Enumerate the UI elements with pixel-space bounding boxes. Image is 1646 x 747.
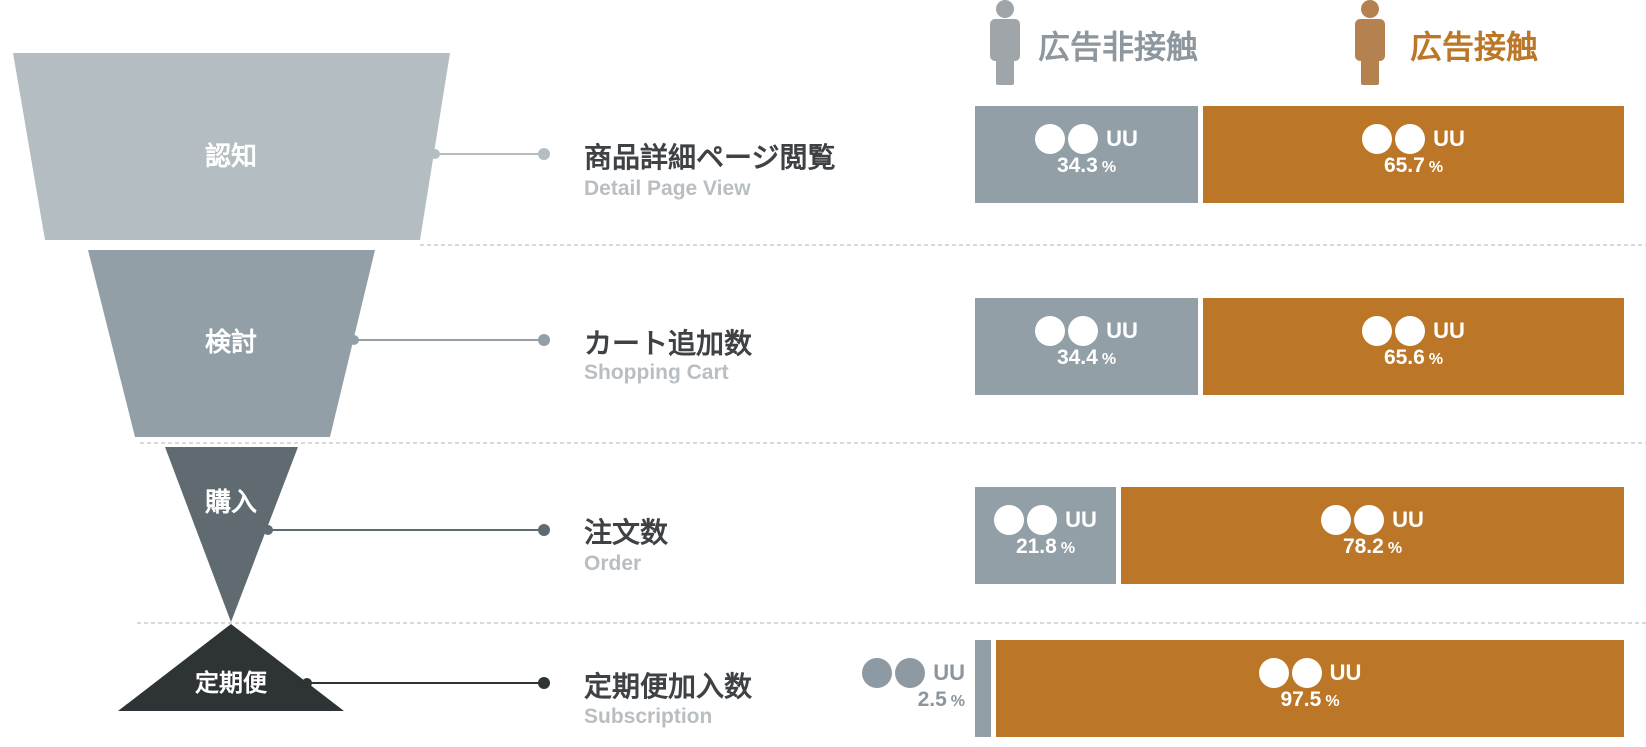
percent-value: 34.3% [1056,154,1117,177]
uu-unit: UU [1329,660,1362,685]
metric-subtitle-shopping-cart: Shopping Cart [584,361,729,384]
funnel-stage-subscription [118,624,344,711]
bar-exposed: UU 65.6% [1203,298,1624,395]
metric-title-order: 注文数 [584,517,669,548]
bar-exposed: UU 97.5% [996,640,1624,737]
bar-exposed: UU 65.7% [1203,106,1624,203]
percent-value: 78.2% [1342,535,1403,558]
bar-non-exposed: UU 34.4% [975,298,1198,395]
uu-unit: UU [1106,318,1138,343]
stage-label-awareness: 認知 [204,141,257,171]
bar-non-exposed [975,640,991,737]
metric-title-shopping-cart: カート追加数 [584,328,753,359]
stage-label-purchase: 購入 [204,487,257,517]
stage-label-subscription: 定期便 [195,670,267,697]
person-icon [990,0,1020,85]
connector-1 [430,148,550,160]
metric-subtitle-subscription: Subscription [584,705,713,728]
funnel-stage-awareness [13,53,450,240]
uu-unit: UU [1392,507,1424,532]
percent-value: 65.7% [1383,154,1444,177]
connector-3 [263,524,550,536]
connector-2 [349,334,550,346]
bar-non-exposed: UU 34.3% [975,106,1198,203]
outside-label-non-exposed: UU 2.5% [850,658,965,712]
uu-unit: UU [1433,126,1465,151]
person-icon [1355,0,1385,85]
connector-4 [302,677,550,689]
funnel-stage-consideration [88,250,375,437]
stage-label-consideration: 検討 [204,327,257,357]
funnel-stage-purchase [165,447,298,622]
percent-value: 21.8% [1015,535,1076,558]
uu-unit: UU [1433,318,1465,343]
metric-title-detail-page-view: 商品詳細ページ閲覧 [584,142,836,173]
percent-value: 34.4% [1056,346,1117,369]
percent-value: 65.6% [1383,346,1444,369]
uu-unit: UU [1106,126,1138,151]
percent-value: 97.5% [1280,688,1340,711]
percent-value: 2.5% [917,688,965,711]
legend-exposed-label: 広告接触 [1410,29,1539,65]
legend-non-exposed-label: 広告非接触 [1038,29,1199,65]
uu-unit: UU [933,660,965,685]
bar-exposed: UU 78.2% [1121,487,1624,584]
uu-unit: UU [1065,507,1097,532]
metric-title-subscription: 定期便加入数 [584,671,753,702]
metric-subtitle-detail-page-view: Detail Page View [584,177,751,200]
metric-subtitle-order: Order [584,552,642,575]
bar-non-exposed: UU 21.8% [975,487,1116,584]
